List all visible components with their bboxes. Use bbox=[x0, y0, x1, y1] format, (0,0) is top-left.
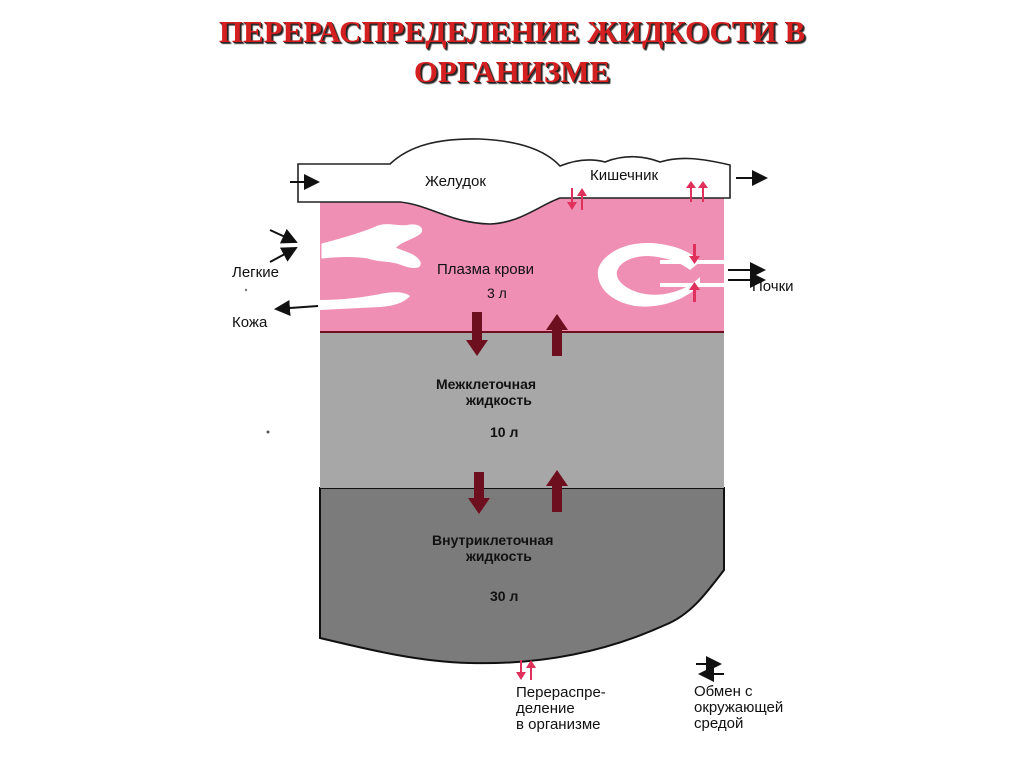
intracellular-compartment bbox=[319, 487, 725, 665]
legend-exchange-line-3: средой bbox=[694, 715, 743, 732]
interstitial-volume: 10 л bbox=[490, 424, 518, 440]
skin-shape bbox=[320, 292, 410, 310]
legend-exchange-icon bbox=[696, 656, 724, 682]
legend-redistribution-icon bbox=[516, 660, 536, 680]
legend-redistribution-line-2: деление bbox=[516, 700, 575, 717]
page-title: ПЕРЕРАСПРЕДЕЛЕНИЕ ЖИДКОСТИ В ОРГАНИЗМЕ bbox=[0, 12, 1024, 92]
interstitial-name-line-2: жидкость bbox=[465, 392, 532, 408]
legend-redistribution-line-1: Перераспре- bbox=[516, 684, 606, 701]
intestine-label: Кишечник bbox=[590, 167, 658, 184]
lungs-label: Легкие bbox=[232, 264, 279, 281]
skin-out-arrow bbox=[274, 300, 319, 316]
interstitial-intracellular-arrows bbox=[468, 470, 568, 514]
gi-tract bbox=[297, 138, 731, 225]
intracellular-name-line-2: жидкость bbox=[465, 548, 532, 564]
legend-redistribution-line-3: в организме bbox=[516, 716, 601, 733]
title-line-2: ОРГАНИЗМЕ bbox=[413, 54, 611, 89]
legend-exchange-line-1: Обмен с bbox=[694, 683, 753, 700]
speck bbox=[266, 430, 270, 434]
lungs-in-arrow-1 bbox=[269, 228, 298, 244]
plasma-volume: 3 л bbox=[487, 285, 507, 301]
plasma-name: Плазма крови bbox=[437, 261, 534, 278]
title-line-1: ПЕРЕРАСПРЕДЕЛЕНИЕ ЖИДКОСТИ В bbox=[218, 14, 806, 49]
intestine-redistribution-arrows bbox=[567, 181, 708, 210]
kidneys-label: Почки bbox=[752, 278, 794, 295]
legend-exchange-line-2: окружающей bbox=[694, 699, 783, 716]
interstitial-compartment bbox=[320, 332, 724, 488]
intracellular-volume: 30 л bbox=[490, 588, 518, 604]
lungs-in-arrow-2 bbox=[269, 247, 298, 263]
plasma-interstitial-arrows bbox=[466, 312, 568, 356]
kidneys-shape bbox=[597, 242, 700, 307]
kidney-redistribution-arrows bbox=[689, 244, 700, 302]
skin-label: Кожа bbox=[232, 314, 268, 331]
lungs-shape bbox=[321, 224, 423, 268]
interstitial-name-line-1: Межклеточная bbox=[436, 376, 536, 392]
stomach-label: Желудок bbox=[425, 173, 486, 190]
intracellular-name-line-1: Внутриклеточная bbox=[432, 532, 553, 548]
speck bbox=[244, 288, 248, 292]
